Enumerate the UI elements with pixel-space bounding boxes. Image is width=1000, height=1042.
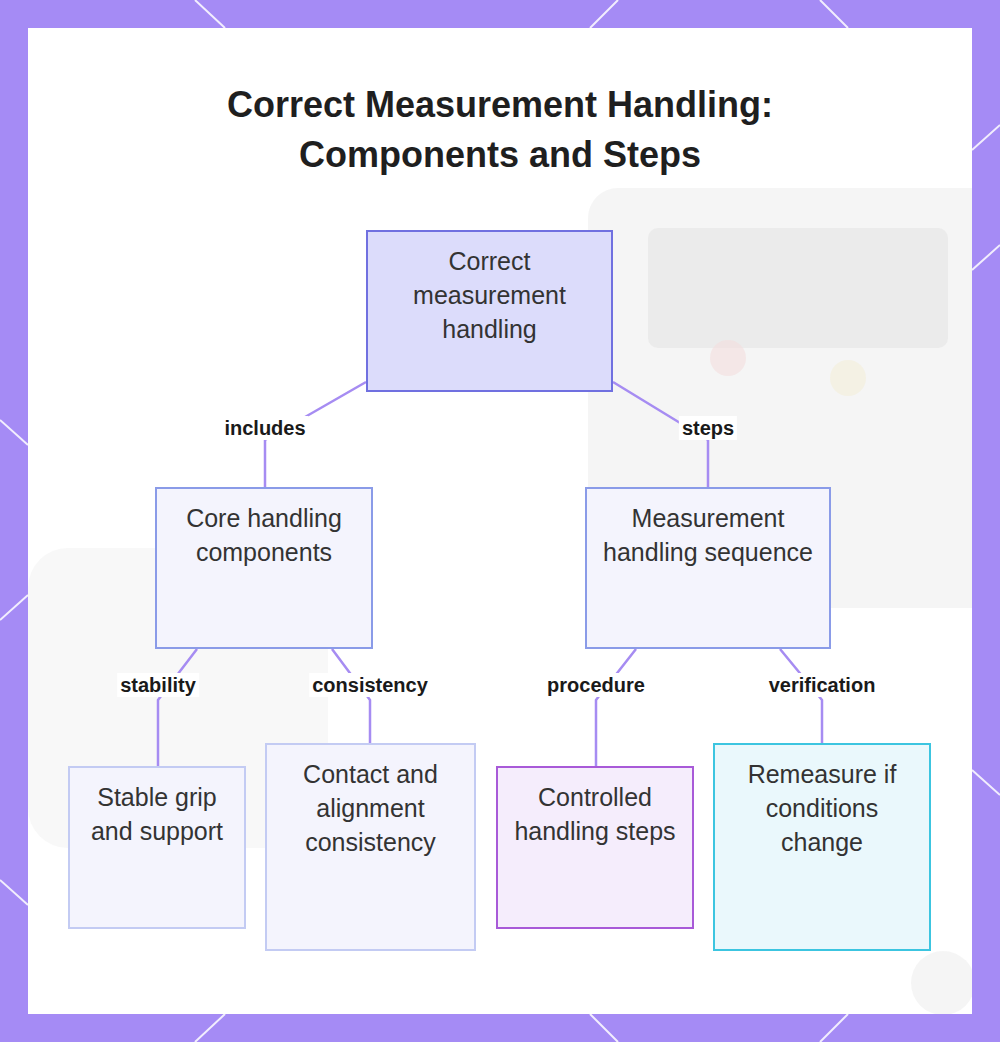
category-box: Core handling components xyxy=(155,487,373,649)
leaf-box: Contact and alignment consistency xyxy=(265,743,476,951)
leaf-box: Remeasure if conditions change xyxy=(713,743,931,951)
edge-label: steps xyxy=(679,416,737,440)
leaf-box: Controlled handling steps xyxy=(496,766,694,929)
node-text: Contact and alignment consistency xyxy=(277,757,464,859)
leaf-box: Stable grip and support xyxy=(68,766,246,929)
edge-label: verification xyxy=(766,673,879,697)
edge-label: includes xyxy=(221,416,308,440)
node-text: Remeasure if conditions change xyxy=(725,757,919,859)
connector-line xyxy=(596,649,636,766)
node-text: Measurement handling sequence xyxy=(597,501,819,569)
edge-label: stability xyxy=(117,673,199,697)
category-box: Measurement handling sequence xyxy=(585,487,831,649)
node-text: Core handling components xyxy=(167,501,361,569)
diagram-title: Correct Measurement Handling: Components… xyxy=(190,80,810,180)
node-text: Controlled handling steps xyxy=(508,780,682,848)
root-box: Correct measurement handling xyxy=(366,230,613,392)
edge-label: procedure xyxy=(544,673,648,697)
node-text: Stable grip and support xyxy=(80,780,234,848)
edge-label: consistency xyxy=(309,673,431,697)
node-text: Correct measurement handling xyxy=(378,244,601,346)
connector-line xyxy=(158,649,197,766)
